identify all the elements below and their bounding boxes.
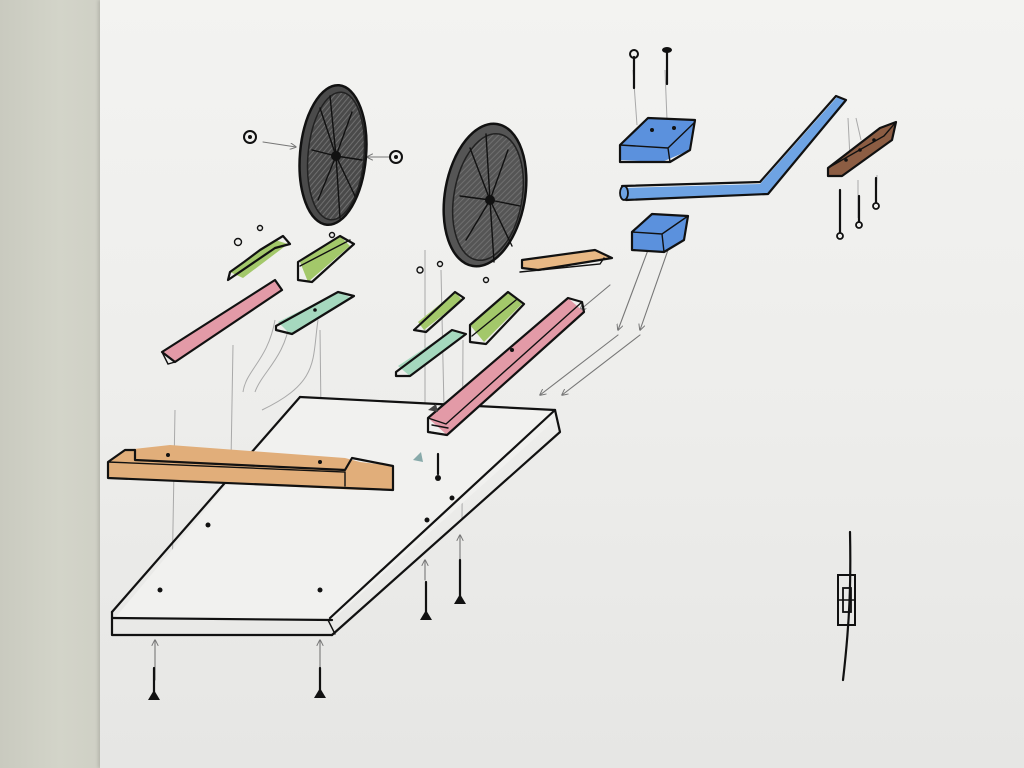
small-fasteners — [233, 224, 490, 481]
hole-dot — [157, 587, 163, 593]
base-board — [110, 395, 562, 637]
wall-background — [0, 0, 100, 768]
left-wheel-nut-outer — [243, 130, 257, 144]
brown-bar-pins — [836, 176, 880, 240]
bottom-pins — [148, 558, 466, 700]
hole-dot — [205, 522, 211, 528]
green-bracket-1 — [226, 234, 292, 282]
orange-axle-bar — [519, 248, 614, 273]
orange-cross-beam — [106, 445, 395, 492]
blue-block-top — [618, 116, 697, 164]
hinge-detail — [837, 530, 856, 682]
left-wheel — [298, 83, 368, 227]
paper-sheet — [100, 0, 1024, 768]
teal-bracket-1 — [274, 290, 356, 336]
hole-dot — [449, 495, 455, 501]
right-wheel — [442, 122, 528, 268]
blue-handle — [619, 94, 848, 202]
hole-dot — [424, 517, 430, 523]
pink-rail-right — [426, 296, 586, 437]
green-bracket-3 — [412, 290, 466, 334]
left-wheel-nut-inner — [389, 150, 403, 164]
top-pins — [629, 47, 672, 90]
brown-handle-bar — [826, 120, 898, 178]
pink-rail-left — [160, 278, 284, 365]
blue-block-bottom — [630, 212, 690, 254]
hole-dot — [317, 587, 323, 593]
green-bracket-2 — [296, 234, 356, 284]
teal-bracket-2 — [394, 328, 468, 378]
green-bracket-4 — [468, 290, 526, 346]
